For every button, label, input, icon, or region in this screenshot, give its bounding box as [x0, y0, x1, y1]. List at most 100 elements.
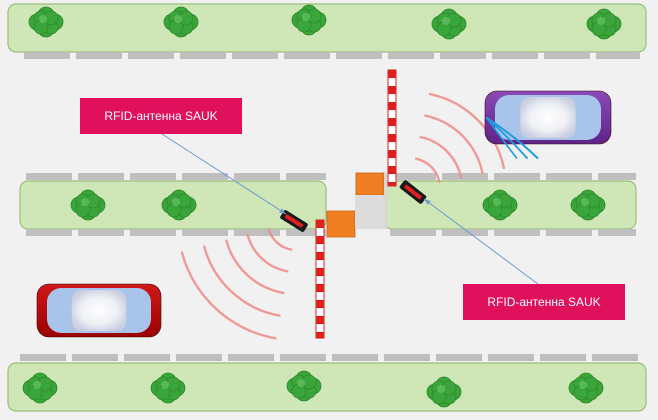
tree-icon: [161, 189, 197, 221]
curb-tile: [436, 354, 482, 361]
booth-icon: [355, 172, 385, 196]
booth-icon: [326, 210, 356, 238]
tree-icon: [22, 372, 58, 404]
signal-wave-icon: [419, 135, 463, 179]
tree-icon: [426, 376, 462, 408]
curb-tile: [336, 52, 382, 59]
tree-icon: [482, 189, 518, 221]
curb-tile: [26, 229, 72, 236]
curb-tile: [598, 229, 636, 236]
curb-tile: [232, 52, 278, 59]
curb-tile: [546, 173, 592, 180]
leader-line-left: [161, 133, 287, 215]
curb-tile: [442, 173, 488, 180]
curb-tile: [24, 52, 70, 59]
curb-tile: [228, 354, 274, 361]
curb-tile: [332, 354, 378, 361]
curb-tile: [130, 229, 176, 236]
leader-line-right: [423, 198, 539, 285]
curb-top: [24, 52, 640, 59]
curb-tile: [284, 52, 330, 59]
curb-tile: [494, 173, 540, 180]
curb-tile: [492, 52, 538, 59]
rfid-antenna-right: [399, 180, 427, 204]
curb-tile: [78, 229, 124, 236]
curb-tile: [596, 52, 640, 59]
curb-tile: [182, 229, 228, 236]
tree-icon: [568, 372, 604, 404]
curb-center-right-top: [390, 173, 636, 180]
curb-tile: [78, 173, 124, 180]
booth-island: [355, 195, 385, 229]
curb-tile: [540, 354, 586, 361]
tree-icon: [570, 189, 606, 221]
curb-tile: [442, 229, 488, 236]
signal-wave-icon: [225, 239, 285, 295]
curb-tile: [286, 229, 326, 236]
curb-tile: [176, 354, 222, 361]
curb-tile: [592, 354, 638, 361]
waves-left-antenna: [180, 228, 293, 340]
signal-wave-icon: [428, 92, 506, 170]
curb-tile: [234, 173, 280, 180]
curb-tile: [546, 229, 592, 236]
signal-wave-icon: [415, 157, 441, 183]
curb-center-right-bottom: [390, 229, 636, 236]
rfid-antenna-left: [280, 210, 308, 232]
tree-icon: [291, 4, 327, 36]
car-roof: [520, 97, 576, 138]
curb-tile: [20, 354, 66, 361]
curb-tile: [286, 173, 326, 180]
curb-tile: [280, 354, 326, 361]
waves-right-antenna: [415, 92, 506, 183]
curb-tile: [544, 52, 590, 59]
curb-tile: [598, 173, 636, 180]
curb-tile: [26, 173, 72, 180]
curb-tile: [390, 173, 436, 180]
tree-icon: [150, 372, 186, 404]
curb-tile: [488, 354, 534, 361]
curb-tile: [390, 229, 436, 236]
callout-label-left: RFID-антенна SAUK: [104, 109, 218, 123]
callout-label-right: RFID-антенна SAUK: [487, 295, 601, 309]
median-bottom: [7, 362, 647, 412]
curb-center-left-bottom: [26, 229, 326, 236]
curb-tile: [128, 52, 174, 59]
curb-tile: [130, 173, 176, 180]
signal-wave-icon: [267, 228, 293, 251]
curb-tile: [234, 229, 280, 236]
tree-icon: [286, 370, 322, 402]
tree-icon: [431, 8, 467, 40]
curb-tile: [494, 229, 540, 236]
signal-wave-icon: [486, 117, 539, 159]
rfid-antenna-callout-left: RFID-антенна SAUK: [80, 98, 242, 134]
car-red: [36, 283, 162, 338]
curb-tile: [124, 354, 170, 361]
island-divider: [384, 173, 387, 229]
signal-wave-icon: [180, 251, 277, 340]
curb-tile: [76, 52, 122, 59]
tree-icon: [70, 189, 106, 221]
tree-icon: [163, 6, 199, 38]
signal-wave-icon: [203, 245, 281, 317]
median-top: [7, 3, 647, 53]
curb-tile: [180, 52, 226, 59]
car-roof: [71, 290, 127, 331]
curb-tile: [440, 52, 486, 59]
signal-wave-icon: [246, 233, 289, 273]
rfid-antenna-callout-right: RFID-антенна SAUK: [463, 284, 625, 320]
curb-tile: [182, 173, 228, 180]
curb-bottom: [20, 354, 638, 361]
curb-tile: [388, 52, 434, 59]
barrier-icon: [315, 219, 325, 339]
curb-tile: [72, 354, 118, 361]
signal-wave-icon: [424, 114, 484, 174]
curb-center-left-top: [26, 173, 326, 180]
curb-tile: [384, 354, 430, 361]
car-purple: [484, 90, 612, 159]
barrier-icon: [387, 69, 397, 187]
tree-icon: [28, 6, 64, 38]
tree-icon: [586, 8, 622, 40]
